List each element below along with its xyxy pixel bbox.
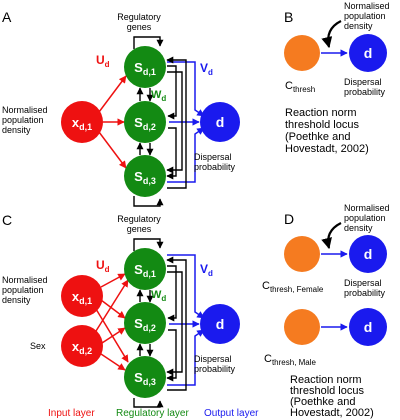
panel-c-s2-label: Sd,2 <box>134 316 156 333</box>
panel-b-density-label-3: density <box>344 21 373 31</box>
panel-b-caption-3: (Poethke and <box>285 131 350 143</box>
panel-d: D Normalised population density d Cthres… <box>262 203 390 419</box>
svg-text:Normalised: Normalised <box>2 275 48 285</box>
panel-c-s1-label: Sd,1 <box>134 262 156 279</box>
panel-c-s1-node <box>124 248 166 290</box>
layer-legend: Input layer Regulatory layer Output laye… <box>48 408 259 419</box>
panel-c-s2-node <box>124 302 166 344</box>
panel-a-regulatory-label-2: genes <box>127 22 152 32</box>
panel-a-input-label: Normalised population density <box>2 105 48 135</box>
panel-b-caption-2: threshold locus <box>285 119 359 131</box>
panel-c-dispersal-label: Dispersal <box>194 354 232 364</box>
panel-c-regulatory-label-2: genes <box>127 224 152 234</box>
svg-text:population: population <box>2 115 44 125</box>
panel-b-caption-4: Hovestadt, 2002) <box>285 143 369 155</box>
panel-a-s1-node <box>124 46 166 88</box>
panel-a-v-label: Vd <box>200 61 213 77</box>
panel-c-letter: C <box>2 212 12 228</box>
panel-c-input-node-2 <box>61 325 103 367</box>
panel-c-output-arrows <box>167 254 205 386</box>
panel-d-female-output-node-label: d <box>364 246 373 262</box>
panel-d-male-threshold-node <box>284 309 320 345</box>
panel-d-density-arrow <box>321 222 342 250</box>
panel-d-caption-1: Reaction norm <box>290 374 362 386</box>
panel-b: B Normalised population density d Cthres… <box>284 1 390 155</box>
panel-d-female-threshold-node <box>284 236 320 272</box>
panel-b-density-label: Normalised <box>344 1 390 11</box>
panel-c-w-label: Wd <box>151 289 166 303</box>
panel-c-input-node-1 <box>61 275 103 317</box>
panel-a-u-label: Ud <box>96 53 110 69</box>
panel-c-dispersal-label-2: probability <box>194 364 236 374</box>
legend-output-layer: Output layer <box>204 408 259 419</box>
panel-c-feedback-arrows <box>133 238 187 408</box>
panel-c-v-label: Vd <box>200 262 213 278</box>
panel-b-dispersal-label: Dispersal <box>344 77 382 87</box>
panel-c-regulatory-label: Regulatory <box>117 214 161 224</box>
panel-c-s3-label: Sd,3 <box>134 370 156 387</box>
panel-d-male-output-node <box>349 308 387 346</box>
panel-a-w-label: Wd <box>151 89 166 103</box>
panel-c-input-label: Normalised population density <box>2 275 48 305</box>
panel-a: A Regulatory genes Ud Vd <box>2 9 240 207</box>
panel-c-output-node <box>200 304 240 344</box>
panel-c-output-node-label: d <box>216 316 225 332</box>
panel-c-input-arrows <box>95 273 129 371</box>
panel-d-density-label-2: population <box>344 213 386 223</box>
panel-d-female-output-node <box>349 235 387 273</box>
panel-b-output-node <box>349 34 387 72</box>
panel-a-s1-label: Sd,1 <box>134 60 156 77</box>
panel-d-female-dispersal-label-2: probability <box>344 288 386 298</box>
panel-d-male-output-node-label: d <box>364 319 373 335</box>
legend-regulatory-layer: Regulatory layer <box>116 408 189 419</box>
panel-c-s3-node <box>124 356 166 398</box>
panel-b-letter: B <box>284 9 293 25</box>
panel-a-s2-label: Sd,2 <box>134 115 156 132</box>
panel-a-s2-node <box>124 101 166 143</box>
panel-a-s3-label: Sd,3 <box>134 169 156 186</box>
panel-a-input-arrows <box>98 75 127 169</box>
panel-c-sex-label: Sex <box>30 341 46 351</box>
panel-c-u-label: Ud <box>96 258 110 274</box>
panel-b-density-arrow <box>321 20 342 49</box>
panel-a-dispersal-label-2: probability <box>194 162 236 172</box>
panel-a-feedback-arrows <box>133 36 187 207</box>
panel-d-letter: D <box>284 211 294 227</box>
panel-a-output-node <box>200 102 240 142</box>
panel-a-s3-node <box>124 155 166 197</box>
legend-input-layer: Input layer <box>48 408 95 419</box>
panel-b-output-node-label: d <box>364 45 373 61</box>
svg-text:population: population <box>2 285 44 295</box>
svg-text:density: density <box>2 125 31 135</box>
panel-a-letter: A <box>2 9 12 25</box>
panel-d-caption-2: threshold locus <box>290 385 364 397</box>
panel-b-density-label-2: population <box>344 11 386 21</box>
panel-b-dispersal-label-2: probability <box>344 87 386 97</box>
panel-d-density-label-3: density <box>344 223 373 233</box>
panel-a-regulatory-label: Regulatory <box>117 12 161 22</box>
panel-c-input-node-1-label: xd,1 <box>72 289 92 306</box>
panel-b-threshold-node <box>284 35 320 71</box>
panel-d-male-threshold-label: Cthresh, Male <box>264 353 317 367</box>
panel-a-output-node-label: d <box>216 114 225 130</box>
panel-b-threshold-label: Cthresh <box>285 80 315 94</box>
panel-a-output-arrows <box>167 61 205 183</box>
panel-a-input-node-label: xd,1 <box>72 115 92 132</box>
panel-d-female-dispersal-label: Dispersal <box>344 278 382 288</box>
panel-d-caption-3: (Poethke and <box>290 396 355 408</box>
panel-c-input-node-2-label: xd,2 <box>72 339 92 356</box>
panel-a-dispersal-label: Dispersal <box>194 152 232 162</box>
panel-d-female-threshold-label: Cthresh, Female <box>262 280 324 294</box>
panel-c: C Regulatory genes <box>2 212 240 408</box>
panel-a-input-node <box>61 101 103 143</box>
panel-b-caption-1: Reaction norm <box>285 107 357 119</box>
panel-d-density-label: Normalised <box>344 203 390 213</box>
svg-text:Normalised: Normalised <box>2 105 48 115</box>
panel-d-caption-4: Hovestadt, 2002) <box>290 407 374 419</box>
svg-text:density: density <box>2 295 31 305</box>
